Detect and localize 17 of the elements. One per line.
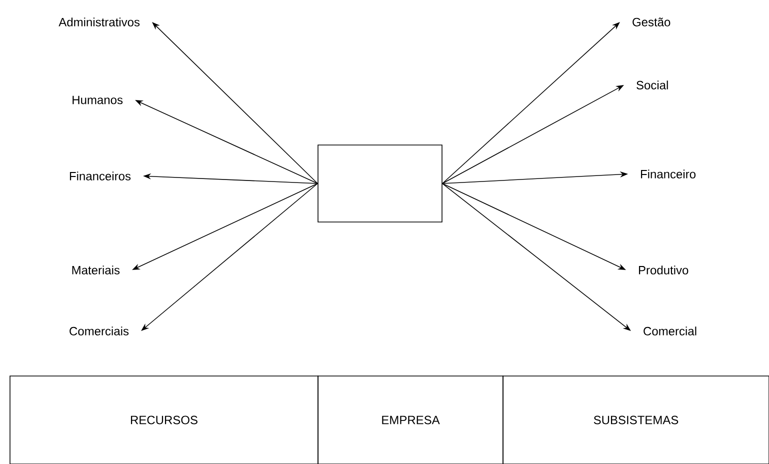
empty-box	[318, 144, 442, 222]
arrow	[442, 22, 620, 184]
category-label: Financeiro	[641, 170, 696, 178]
category-label: Financeiros	[70, 172, 131, 180]
arrow	[152, 22, 318, 184]
table-cell: RECURSOS	[10, 376, 318, 464]
category-label: Social	[636, 80, 668, 90]
category-label: Produtivo	[639, 266, 688, 274]
category-label: Humanos	[72, 96, 123, 104]
category-label: Gestão	[632, 18, 670, 26]
table-cell: EMPRESA	[318, 376, 504, 464]
table-cell: SUBSISTEMAS	[502, 376, 769, 464]
arrow	[141, 183, 318, 331]
category-label: Materiais	[72, 266, 120, 274]
category-label: Comercial	[644, 326, 696, 336]
category-label: Administrativos	[58, 18, 140, 26]
category-label: Comerciais	[70, 326, 129, 336]
